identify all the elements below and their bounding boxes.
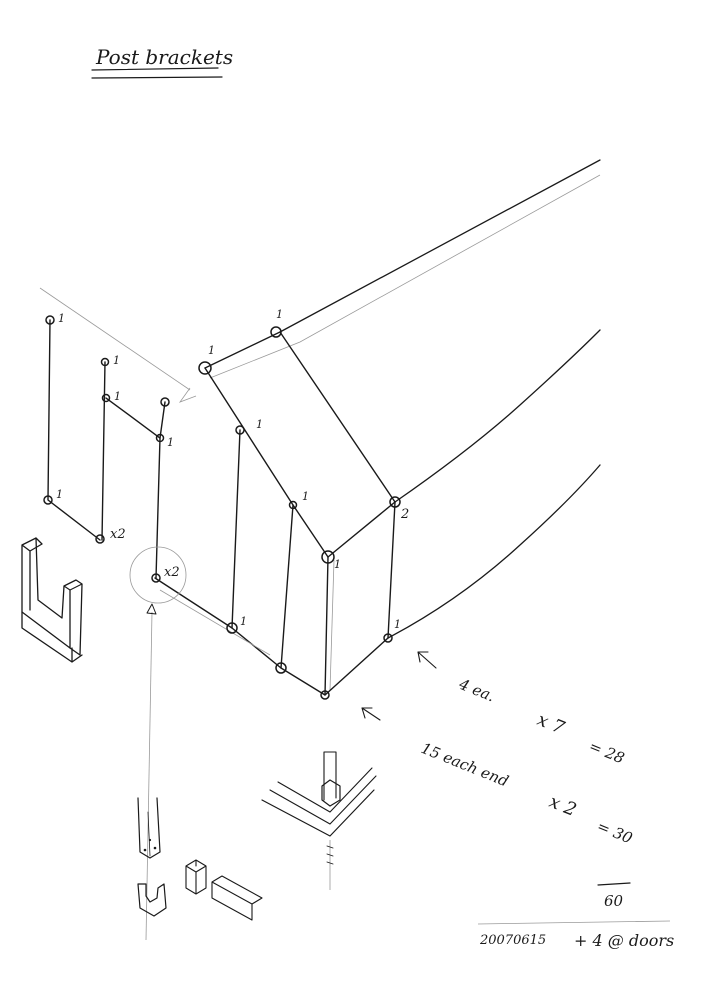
post-bracket-detail bbox=[137, 797, 263, 921]
building-sketch bbox=[39, 159, 601, 700]
arrow-left-icon bbox=[417, 651, 437, 669]
svg-text:1: 1 bbox=[302, 490, 309, 503]
svg-text:1: 1 bbox=[167, 436, 174, 449]
svg-text:1: 1 bbox=[276, 308, 283, 321]
label-x2-corner: x2 bbox=[164, 565, 180, 580]
svg-text:1: 1 bbox=[394, 618, 401, 631]
note-each: 4 ea. bbox=[456, 675, 498, 706]
title-underline-2 bbox=[91, 76, 223, 79]
arrow-left-icon-2 bbox=[361, 707, 381, 721]
note-doors: + 4 @ doors bbox=[574, 931, 674, 950]
note-total: 60 bbox=[604, 892, 624, 910]
u-bracket-sketch bbox=[21, 537, 83, 663]
svg-text:1: 1 bbox=[256, 418, 263, 431]
arrow-up-icon bbox=[146, 603, 157, 615]
sum-rule bbox=[597, 882, 631, 886]
note-twenty-eight: = 28 bbox=[587, 737, 628, 767]
floor-corner-detail bbox=[261, 751, 377, 890]
svg-text:1: 1 bbox=[334, 558, 341, 571]
note-times-seven: x 7 bbox=[534, 709, 568, 739]
title-underline bbox=[91, 67, 219, 71]
note-date: 20070615 bbox=[479, 933, 546, 948]
label-one: 1 bbox=[58, 312, 65, 325]
svg-text:1: 1 bbox=[114, 390, 121, 403]
svg-text:1: 1 bbox=[56, 488, 63, 501]
detail-leader-line bbox=[145, 611, 153, 941]
page-title: Post brackets bbox=[95, 45, 233, 69]
label-x2-left: x2 bbox=[110, 527, 126, 542]
footer-rule bbox=[477, 920, 671, 925]
note-thirty: = 30 bbox=[595, 817, 636, 848]
label-two: 2 bbox=[400, 507, 409, 522]
note-times-two: x 2 bbox=[546, 791, 579, 821]
note-each-end: 15 each end bbox=[419, 739, 512, 790]
svg-text:1: 1 bbox=[240, 615, 247, 628]
svg-text:1: 1 bbox=[208, 344, 215, 357]
svg-text:1: 1 bbox=[113, 354, 120, 367]
calculation-notes: 4 ea. x 7 = 28 15 each end x 2 = 30 60 2… bbox=[361, 651, 674, 950]
node-labels: 1 1 1 1 1 x2 x2 1 1 1 1 2 1 1 1 bbox=[56, 308, 409, 631]
